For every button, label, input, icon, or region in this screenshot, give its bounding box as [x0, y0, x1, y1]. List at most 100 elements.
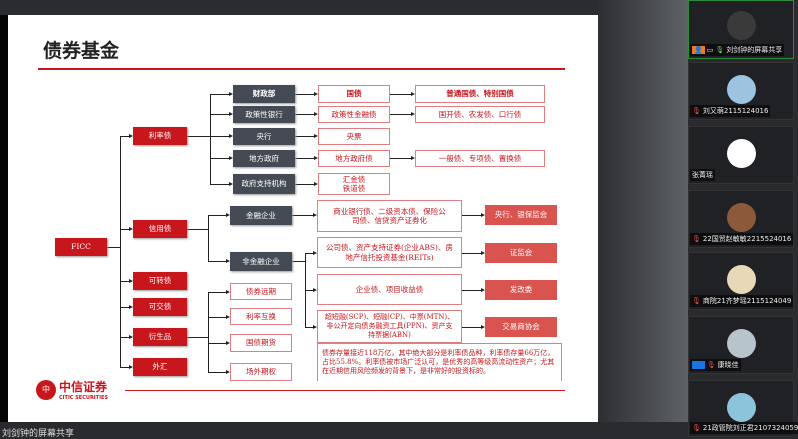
- mic-muted-icon: 🎙: [692, 107, 701, 115]
- avatar: [727, 329, 756, 358]
- participant-tile[interactable]: 🎙刘又萌2115124016: [688, 62, 794, 120]
- connector-line: [210, 136, 229, 137]
- connector-line: [462, 215, 481, 216]
- connector-line: [107, 247, 120, 248]
- issuer-gov-agency: 政府支持机构: [233, 174, 295, 194]
- connector-line: [208, 343, 226, 344]
- bond-policy-financial: 政策性金融债: [318, 106, 390, 123]
- participant-tile[interactable]: 🎙商院21齐梦瑶2115124049: [688, 252, 794, 310]
- connector-line: [120, 136, 121, 367]
- treasury-types: 普通国债、特别国债: [415, 85, 545, 103]
- connector-line: [129, 365, 133, 369]
- connector-line: [226, 370, 230, 374]
- participant-name: 22国贸赵敏敏2215524016: [702, 235, 792, 243]
- connector-line: [314, 182, 318, 186]
- avatar: [727, 265, 756, 294]
- regulator-csrc: 证监会: [485, 243, 557, 263]
- connector-line: [208, 215, 209, 262]
- issuer-local-gov: 地方政府: [233, 150, 295, 167]
- issuer-central-bank: 央行: [233, 128, 295, 145]
- bond-treasury: 国债: [318, 85, 390, 103]
- avatar: [727, 203, 756, 232]
- slide-title: 债券基金: [43, 40, 120, 62]
- issuer-policy-bank: 政策性银行: [233, 106, 295, 123]
- participant-tile[interactable]: 🎙22国贸赵敏敏2215524016: [688, 190, 794, 248]
- title-divider: [38, 68, 565, 70]
- credit-bonds-csrc: 公司债、资产支持证券(企业ABS)、房地产信托投资基金(REITs): [317, 237, 462, 268]
- regulator-ndrc: 发改委: [485, 280, 557, 300]
- connector-line: [305, 253, 313, 254]
- participant-tile[interactable]: 👤🎙康晓佳: [688, 316, 794, 374]
- connector-line: [210, 184, 229, 185]
- connector-line: [129, 134, 133, 138]
- connector-line: [313, 325, 317, 329]
- deriv-treasury-futures: 国债期货: [230, 334, 292, 352]
- connector-line: [481, 213, 485, 217]
- avatar: [727, 75, 756, 104]
- connector-line: [390, 94, 411, 95]
- connector-line: [120, 337, 130, 338]
- logo-text-en: CITIC SECURITIES: [59, 395, 108, 401]
- connector-line: [129, 335, 133, 339]
- connector-line: [229, 134, 233, 138]
- node-ficc: FICC: [55, 238, 107, 256]
- connector-line: [210, 94, 211, 184]
- connector-line: [208, 317, 226, 318]
- mic-muted-icon: 🎙: [706, 361, 716, 369]
- connector-line: [295, 158, 314, 159]
- node-exchangeable-bonds: 可交债: [133, 298, 187, 316]
- mic-muted-icon: 🎙: [692, 235, 701, 243]
- connector-line: [226, 315, 230, 319]
- cohost-icon: 👤: [692, 361, 705, 369]
- connector-line: [187, 337, 208, 338]
- participant-tile[interactable]: 🎙21政管院刘正君2107324059: [688, 380, 798, 437]
- participant-name: 刘剑钟的屏幕共享: [726, 46, 783, 54]
- node-fx: 外汇: [133, 358, 187, 376]
- participant-name: 张菁瑶: [692, 171, 713, 179]
- issuer-non-financial-corp: 非金融企业: [230, 252, 292, 271]
- mic-icon: 🎙: [715, 46, 725, 54]
- connector-line: [229, 156, 233, 160]
- participant-tile[interactable]: 👤▭🎙刘剑钟的屏幕共享: [688, 0, 794, 59]
- connector-line: [305, 290, 313, 291]
- connector-line: [481, 288, 485, 292]
- mic-muted-icon: 🎙: [692, 424, 701, 432]
- credit-bonds-ndrc: 企业债、项目收益债: [317, 274, 462, 305]
- node-derivatives: 衍生品: [133, 328, 187, 346]
- connector-line: [314, 156, 318, 160]
- connector-line: [411, 112, 415, 116]
- connector-line: [295, 94, 314, 95]
- connector-line: [462, 290, 481, 291]
- screen-share-icon: ▭: [706, 46, 714, 54]
- bond-central-bank-bills: 央票: [318, 128, 390, 145]
- connector-line: [120, 136, 130, 137]
- node-credit-bonds: 信用债: [133, 220, 187, 238]
- logo-text-cn: 中信证券: [59, 380, 108, 394]
- mic-muted-icon: 🎙: [692, 297, 701, 305]
- regulator-pboc-cbirc: 央行、银保监会: [485, 205, 557, 225]
- summary-note: 债券存量接近118万亿，其中绝大部分是利率债品种，利率债存量66万亿，占比55.…: [317, 343, 562, 381]
- participant-tile[interactable]: 张菁瑶: [688, 126, 794, 184]
- connector-line: [229, 182, 233, 186]
- avatar: [727, 393, 756, 422]
- connector-line: [481, 325, 485, 329]
- connector-line: [229, 112, 233, 116]
- citic-logo: 中 中信证券 CITIC SECURITIES: [36, 378, 108, 401]
- top-bar: [0, 0, 688, 15]
- citic-logo-icon: 中: [36, 379, 56, 400]
- connector-line: [208, 292, 209, 372]
- node-convertible-bonds: 可转债: [133, 272, 187, 290]
- panel-divider: [598, 0, 688, 437]
- bottom-bar: [0, 422, 688, 437]
- connector-line: [313, 288, 317, 292]
- connector-line: [390, 158, 411, 159]
- deriv-irs: 利率互换: [230, 308, 292, 325]
- credit-bonds-nafmii: 超短融(SCP)、短融(CP)、中票(MTN)、非公开定向债务融资工具(PPN)…: [317, 310, 462, 343]
- credit-bonds-financial: 商业银行债、二级资本债、保险公司债、信贷资产证券化: [317, 200, 462, 232]
- connector-line: [305, 327, 313, 328]
- connector-line: [295, 114, 314, 115]
- connector-line: [295, 184, 314, 185]
- bond-agency: 汇金债铁道债: [318, 173, 390, 195]
- connector-line: [129, 279, 133, 283]
- connector-line: [411, 92, 415, 96]
